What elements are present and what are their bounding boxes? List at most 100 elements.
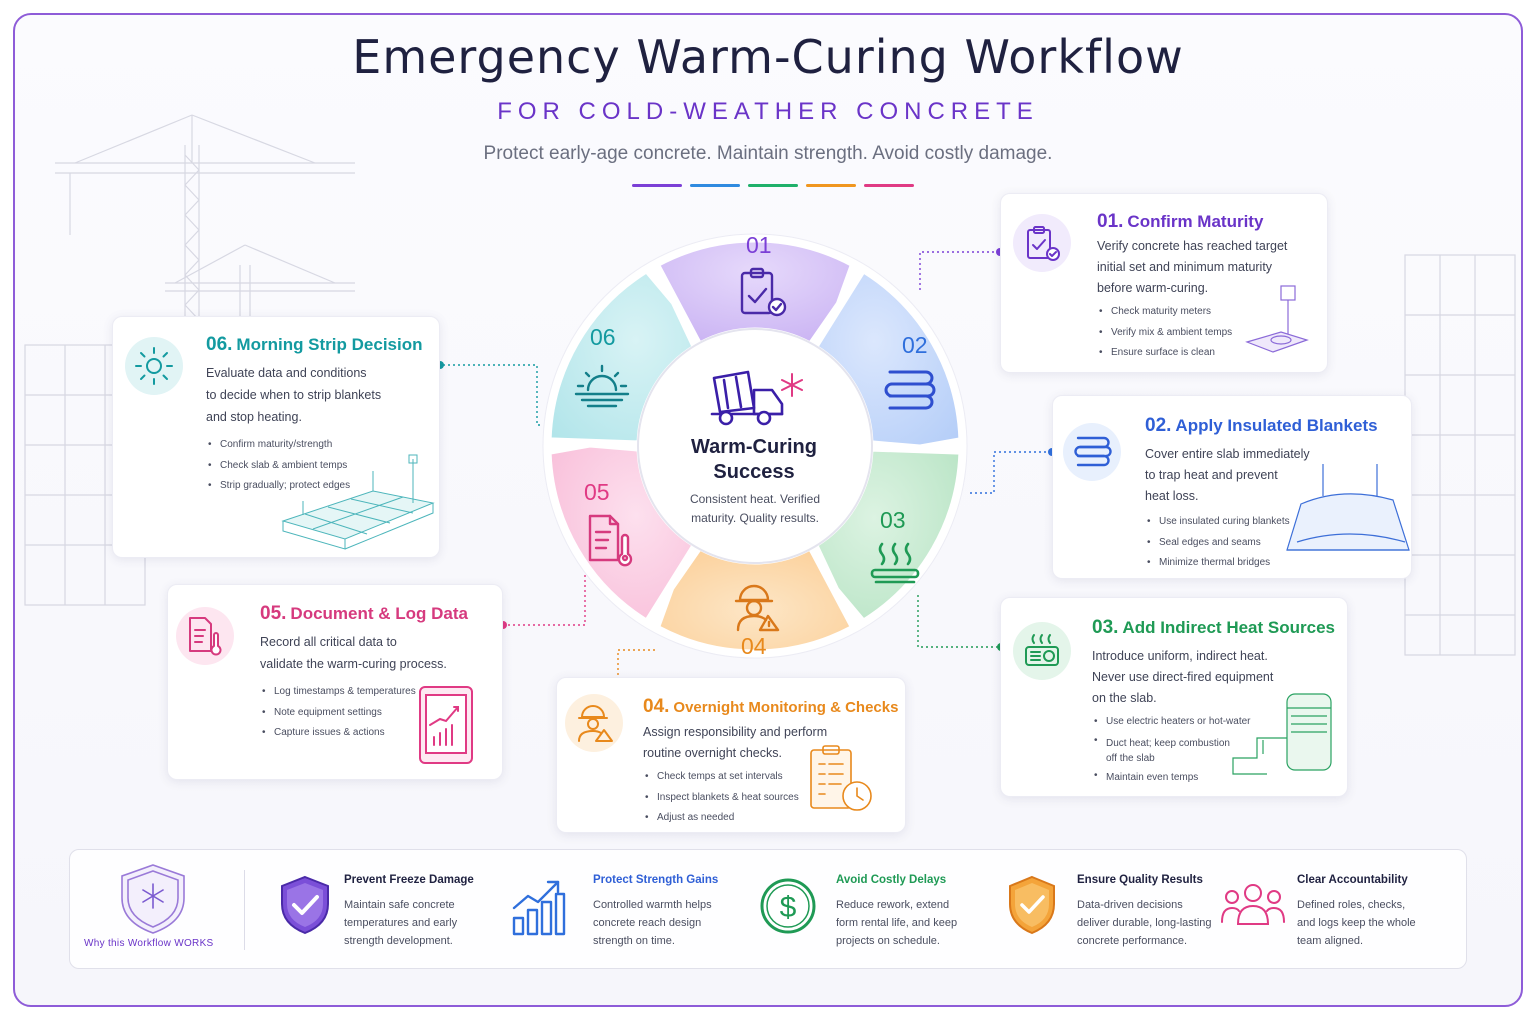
step-06-bullet: Check slab & ambient temps xyxy=(206,456,350,477)
benefit-3-title: Avoid Costly Delays xyxy=(836,874,947,886)
step-03-title: 03.Add Indirect Heat Sources xyxy=(1092,617,1335,639)
benefit-1-desc: Maintain safe concrete temperatures and … xyxy=(344,896,457,950)
step-05-number: 05. xyxy=(260,603,287,624)
step-04-icon xyxy=(565,694,623,752)
step-05-icon xyxy=(176,607,234,665)
step-04-desc-line: routine overnight checks. xyxy=(643,746,782,760)
wheel-number-04: 04 xyxy=(741,633,767,659)
bar-orange xyxy=(806,184,856,187)
step-card-01: 01.Confirm Maturity Verify concrete has … xyxy=(1000,193,1328,373)
step-01-bullet: Verify mix & ambient temps xyxy=(1097,323,1232,344)
benefit-3-desc-line: Reduce rework, extend xyxy=(836,899,950,911)
benefit-1-title: Prevent Freeze Damage xyxy=(344,874,474,886)
quality-shield-icon xyxy=(1009,875,1055,935)
document-thermometer-icon xyxy=(588,514,633,567)
step-06-bullet: Confirm maturity/strength xyxy=(206,435,350,456)
step-05-bullet: Capture issues & actions xyxy=(260,723,416,744)
bar-pink xyxy=(864,184,914,187)
team-icon xyxy=(1221,884,1285,925)
stacked-blankets-icon xyxy=(884,370,936,410)
step-04-bullet: Adjust as needed xyxy=(643,808,799,829)
checklist-clock-illustration xyxy=(810,745,872,811)
cement-mixer-snowflake-icon xyxy=(710,370,803,426)
benefit-4-title: Ensure Quality Results xyxy=(1077,874,1203,886)
center-title-line2: Success xyxy=(713,461,795,483)
benefit-4-desc-line: concrete performance. xyxy=(1077,935,1188,947)
step-card-02: 02.Apply Insulated Blankets Cover entire… xyxy=(1052,395,1412,579)
clipboard-check-icon xyxy=(740,267,787,317)
center-title-line1: Warm-Curing xyxy=(691,436,817,458)
step-01-desc-line: Verify concrete has reached target xyxy=(1097,239,1288,253)
step-01-bullets: Check maturity meters Verify mix & ambie… xyxy=(1097,302,1232,364)
benefit-5-desc-line: Defined roles, checks, xyxy=(1297,899,1406,911)
center-title: Warm-Curing Success xyxy=(656,435,852,485)
blanket-slab-illustration xyxy=(1286,464,1410,551)
step-05-bullets: Log timestamps & temperatures Note equip… xyxy=(260,682,416,744)
step-03-title-text: Add Indirect Heat Sources xyxy=(1122,618,1335,637)
shield-check-icon xyxy=(281,875,329,935)
steam-heat-icon xyxy=(870,542,920,584)
dollar-circle-icon: $ xyxy=(760,878,816,934)
benefit-2-desc-line: Controlled warmth helps xyxy=(593,899,712,911)
step-02-bullet: Minimize thermal bridges xyxy=(1145,553,1290,574)
benefit-5-desc-line: and logs keep the whole xyxy=(1297,917,1416,929)
workflow-wheel xyxy=(542,233,968,659)
maturity-meter-illustration xyxy=(1245,285,1309,353)
benefits-divider xyxy=(244,870,245,950)
step-card-06: 06.Morning Strip Decision Evaluate data … xyxy=(112,316,440,558)
benefit-3-desc: Reduce rework, extend form rental life, … xyxy=(836,896,957,950)
benefit-4-desc-line: deliver durable, long-lasting xyxy=(1077,917,1212,929)
step-03-desc-line: Introduce uniform, indirect heat. xyxy=(1092,649,1268,663)
step-05-desc-line: validate the warm-curing process. xyxy=(260,657,447,671)
svg-text:$: $ xyxy=(780,891,797,924)
step-06-title-text: Morning Strip Decision xyxy=(236,335,423,354)
benefit-2-title: Protect Strength Gains xyxy=(593,874,719,886)
center-description: Consistent heat. Verified maturity. Qual… xyxy=(672,490,838,528)
step-03-bullet: Use electric heaters or hot-water xyxy=(1092,712,1251,733)
step-03-bullets: Use electric heaters or hot-water Duct h… xyxy=(1092,712,1251,788)
step-04-bullets: Check temps at set intervals Inspect bla… xyxy=(643,767,799,829)
benefit-4-desc: Data-driven decisions deliver durable, l… xyxy=(1077,896,1212,950)
sunrise-icon xyxy=(574,364,630,408)
step-04-desc-line: Assign responsibility and perform xyxy=(643,725,828,739)
wheel-number-06: 06 xyxy=(590,324,616,350)
step-02-bullet: Use insulated curing blankets xyxy=(1145,512,1290,533)
step-05-title-text: Document & Log Data xyxy=(290,604,468,623)
worker-warning-icon xyxy=(734,584,780,632)
benefit-1-desc-line: strength development. xyxy=(344,935,453,947)
step-02-desc: Cover entire slab immediately to trap he… xyxy=(1145,444,1310,507)
benefits-label: Why this Workflow WORKS xyxy=(84,938,214,949)
bar-blue xyxy=(690,184,740,187)
page-tagline: Protect early-age concrete. Maintain str… xyxy=(483,143,1053,164)
step-03-desc-line: Never use direct-fired equipment xyxy=(1092,670,1274,684)
color-legend-bars xyxy=(632,184,914,187)
step-03-bullet: Maintain even temps xyxy=(1092,766,1251,789)
step-03-desc-line: on the slab. xyxy=(1092,691,1157,705)
step-04-title: 04.Overnight Monitoring & Checks xyxy=(643,696,898,718)
wheel-number-02: 02 xyxy=(902,332,928,358)
benefit-2-desc-line: concrete reach design xyxy=(593,917,702,929)
step-card-03: 03.Add Indirect Heat Sources Introduce u… xyxy=(1000,597,1348,797)
step-04-desc: Assign responsibility and perform routin… xyxy=(643,722,827,764)
step-01-icon xyxy=(1013,214,1071,272)
step-01-desc: Verify concrete has reached target initi… xyxy=(1097,236,1287,299)
step-card-05: 05.Document & Log Data Record all critic… xyxy=(167,584,503,780)
step-01-title: 01.Confirm Maturity xyxy=(1097,211,1263,233)
benefit-1-desc-line: Maintain safe concrete xyxy=(344,899,455,911)
heater-illustration xyxy=(1232,693,1332,775)
step-04-number: 04. xyxy=(643,696,670,717)
benefit-5-title: Clear Accountability xyxy=(1297,874,1408,886)
step-01-desc-line: initial set and minimum maturity xyxy=(1097,260,1273,274)
step-03-desc: Introduce uniform, indirect heat. Never … xyxy=(1092,646,1273,709)
growth-chart-icon xyxy=(512,880,566,936)
step-card-04: 04.Overnight Monitoring & Checks Assign … xyxy=(556,677,906,833)
step-01-desc-line: before warm-curing. xyxy=(1097,281,1209,295)
step-05-bullet: Note equipment settings xyxy=(260,703,416,724)
wheel-number-05: 05 xyxy=(584,479,610,505)
step-03-icon xyxy=(1013,622,1071,680)
step-02-number: 02. xyxy=(1145,415,1172,436)
benefit-1-desc-line: temperatures and early xyxy=(344,917,458,929)
step-02-desc-line: Cover entire slab immediately xyxy=(1145,447,1310,461)
step-05-title: 05.Document & Log Data xyxy=(260,603,468,625)
step-04-bullet: Check temps at set intervals xyxy=(643,767,799,788)
